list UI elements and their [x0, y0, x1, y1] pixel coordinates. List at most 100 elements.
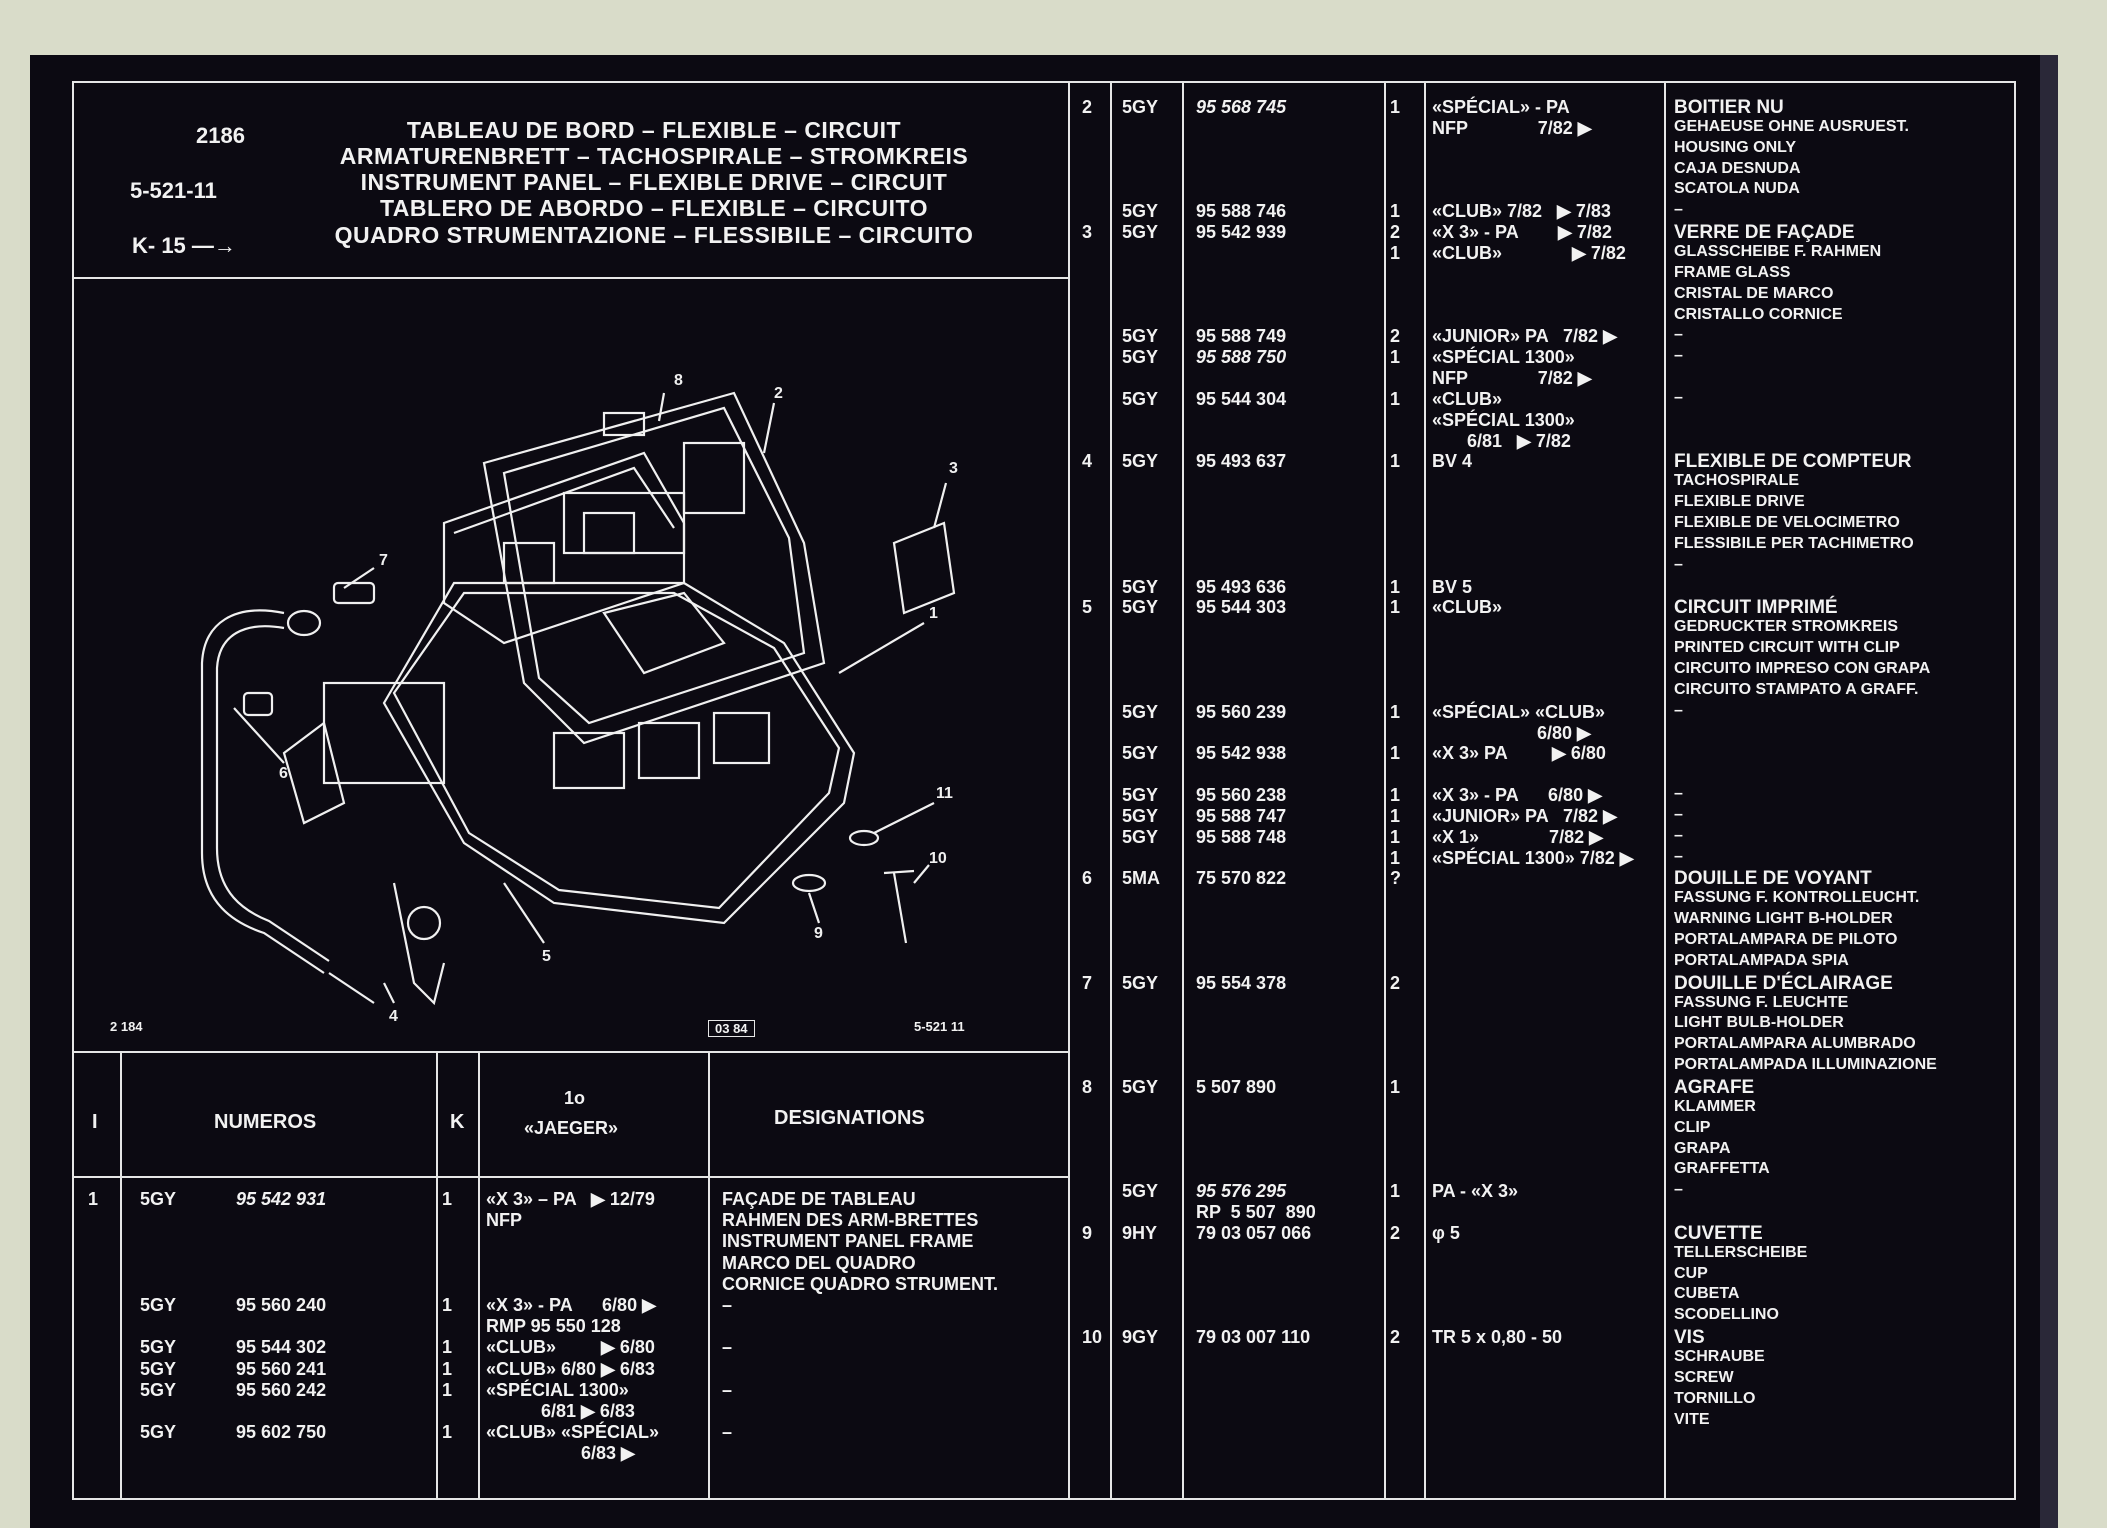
drawing-code-right: 5-521 11: [914, 1019, 965, 1034]
table-row: 1«SPÉCIAL 1300» 7/82 ▶–: [1068, 848, 2014, 869]
cell-des: –: [722, 1422, 733, 1443]
cell-num: 5 507 890: [1196, 1076, 1277, 1097]
cell-ref: 5GY: [1122, 701, 1159, 722]
table-row: MARCO DEL QUADRO: [74, 1253, 1068, 1274]
cell-num: 95 588 747: [1196, 805, 1287, 826]
cell-num: 95 588 749: [1196, 326, 1287, 347]
cell-des: CRISTALLO CORNICE: [1674, 305, 1843, 323]
instrument-panel-frame: [282, 581, 856, 1006]
cell-des: PORTALAMPADA ILLUMINAZIONE: [1674, 1056, 1937, 1074]
cell-ref: 9HY: [1122, 1222, 1158, 1243]
cell-ref: 9GY: [1122, 1327, 1159, 1348]
table-row: [1068, 764, 2014, 785]
table-row: PORTALAMPADA SPIA: [1068, 952, 2014, 973]
cell-num: 95 602 750: [236, 1422, 327, 1443]
cell-des: GEDRUCKTER STROMKREIS: [1674, 618, 1899, 636]
callout-1: 1: [929, 605, 938, 622]
cell-num: 95 588 746: [1196, 201, 1287, 222]
cell-des: GRAFFETTA: [1674, 1160, 1770, 1178]
cell-k: 2: [1390, 326, 1401, 347]
cell-des: GLASSCHEIBE F. RAHMEN: [1674, 242, 1882, 260]
cell-app: «CLUB» 7/82 ▶ 7/83: [1432, 201, 1611, 222]
callout-2: 2: [774, 385, 783, 402]
header-divider: [74, 277, 1068, 279]
cell-des: FLEXIBLE DE COMPTEUR: [1674, 451, 1912, 473]
cell-app: NFP 7/82 ▶: [1432, 368, 1592, 389]
cell-num: 79 03 057 066: [1196, 1222, 1312, 1243]
cell-des: AGRAFE: [1674, 1076, 1755, 1098]
table-row: CRISTAL DE MARCO: [1068, 285, 2014, 306]
callout-5: 5: [542, 948, 551, 965]
cell-des: –: [722, 1379, 733, 1400]
cell-app: NFP: [486, 1210, 522, 1231]
title-en: INSTRUMENT PANEL – FLEXIBLE DRIVE – CIRC…: [360, 169, 948, 195]
cell-k: 1: [442, 1422, 453, 1443]
table-row: PRINTED CIRCUIT WITH CLIP: [1068, 639, 2014, 660]
cell-des: –: [722, 1337, 733, 1358]
cell-num: 95 493 636: [1196, 576, 1287, 597]
cell-ref: 5GY: [140, 1337, 177, 1358]
cell-k: 1: [1390, 701, 1401, 722]
table-row: 6/80 ▶: [1068, 723, 2014, 744]
cell-k: 1: [1390, 805, 1401, 826]
table-row: CLIP: [1068, 1119, 2014, 1140]
microfiche-sheet: 2186 5-521-11 K- 15 —→ TABLEAU DE BORD –…: [30, 55, 2058, 1528]
table-row: WARNING LIGHT B-HOLDER: [1068, 910, 2014, 931]
cell-des: TELLERSCHEIBE: [1674, 1243, 1808, 1261]
table-row: GRAPA: [1068, 1140, 2014, 1161]
cell-des: CIRCUITO IMPRESO CON GRAPA: [1674, 659, 1931, 677]
cell-des: RAHMEN DES ARM-BRETTES: [722, 1210, 979, 1231]
cell-des: CAJA DESNUDA: [1674, 159, 1801, 177]
table-row: NFP RAHMEN DES ARM-BRETTES: [74, 1210, 1068, 1231]
bulb-holder: [242, 691, 274, 717]
cell-app: 6/81 ▶ 6/83: [486, 1401, 635, 1421]
section-ref: 5-521-11: [130, 178, 217, 203]
table-row: RP 5 507 890: [1068, 1202, 2014, 1223]
table-row: INSTRUMENT PANEL FRAME: [74, 1231, 1068, 1252]
cell-app: «CLUB» ▶ 7/82: [1432, 242, 1626, 263]
callout-3: 3: [949, 460, 958, 477]
page-frame: 2186 5-521-11 K- 15 —→ TABLEAU DE BORD –…: [72, 81, 2016, 1500]
cell-app: 6/83 ▶: [486, 1443, 635, 1464]
callout-6: 6: [279, 765, 288, 782]
cell-ref: 5GY: [1122, 222, 1159, 243]
cell-des: PORTALAMPARA DE PILOTO: [1674, 931, 1898, 948]
table-row: PORTALAMPARA ALUMBRADO: [1068, 1035, 2014, 1056]
cell-des: –: [1674, 805, 1683, 823]
cell-des: CIRCUITO STAMPATO A GRAFF.: [1674, 680, 1919, 698]
cell-num: 95 560 238: [1196, 785, 1287, 806]
table-row: CIRCUITO IMPRESO CON GRAPA: [1068, 660, 2014, 681]
cell-ref: 5GY: [1122, 388, 1159, 409]
col-header-designations: DESIGNATIONS: [774, 1107, 925, 1129]
cell-des: TACHOSPIRALE: [1674, 472, 1800, 490]
table-row: LIGHT BULB-HOLDER: [1068, 1014, 2014, 1035]
cell-des: –: [1674, 1181, 1683, 1199]
cell-des: INSTRUMENT PANEL FRAME: [722, 1231, 974, 1252]
cell-des: TORNILLO: [1674, 1389, 1756, 1407]
cell-i: 10: [1082, 1327, 1103, 1348]
cell-k: 1: [442, 1379, 453, 1400]
clip-11: [848, 829, 880, 847]
cell-des: BOITIER NU: [1674, 97, 1784, 118]
cell-des: FLEXIBLE DRIVE: [1674, 493, 1805, 511]
flexible-drive-cable: [200, 609, 375, 1004]
r-col-ref-line: [1110, 83, 1112, 1498]
cell-ref: 5GY: [1122, 576, 1159, 597]
cell-des: –: [1674, 388, 1683, 406]
cell-app: «CLUB» «SPÉCIAL»: [486, 1422, 660, 1443]
table-row: KLAMMER: [1068, 1098, 2014, 1119]
cell-des: –: [1674, 555, 1683, 573]
cell-k: 1: [1390, 451, 1401, 472]
cell-k: 1: [1390, 1181, 1401, 1202]
cell-i: 7: [1082, 972, 1093, 993]
title-de: ARMATURENBRETT – TACHOSPIRALE – STROMKRE…: [339, 143, 969, 169]
cell-k: ?: [1390, 868, 1401, 889]
